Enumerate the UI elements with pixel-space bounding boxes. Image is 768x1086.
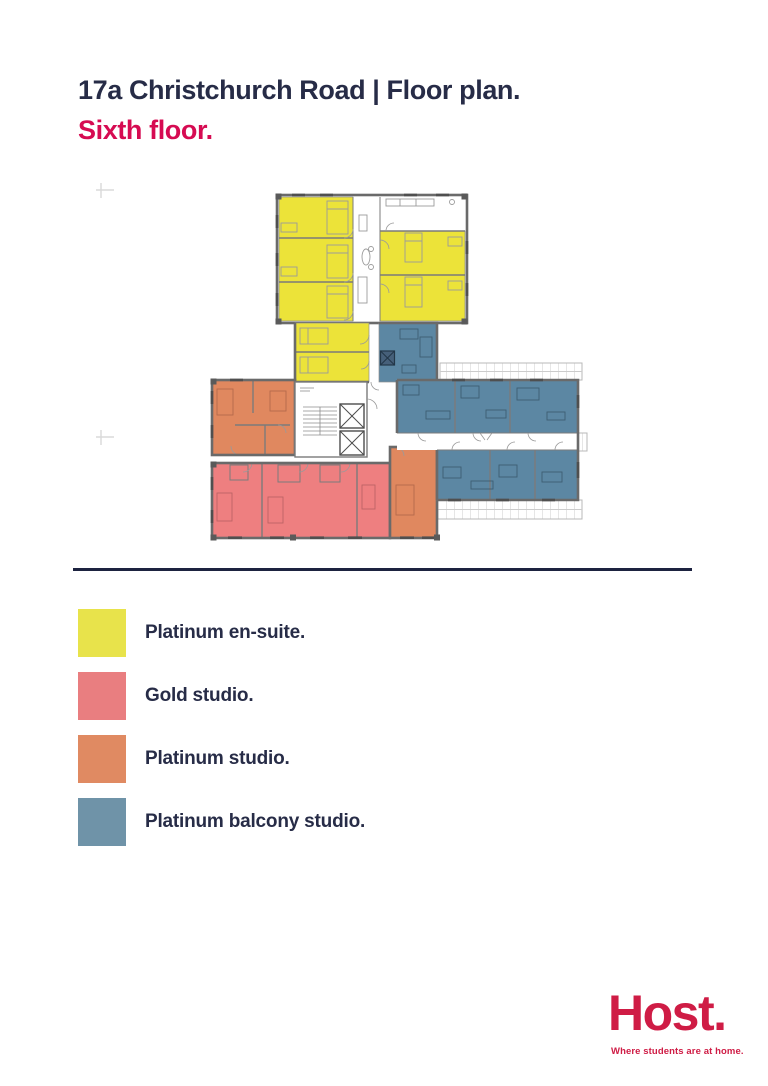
legend-item-platinum-ensuite: Platinum en-suite. bbox=[78, 609, 365, 657]
legend-label-gold-studio: Gold studio. bbox=[145, 685, 254, 706]
host-tagline: Where students are at home. bbox=[611, 1046, 744, 1057]
divider-rule bbox=[73, 568, 692, 571]
registration-mark-top bbox=[96, 183, 114, 198]
page-title: 17a Christchurch Road | Floor plan. bbox=[78, 75, 521, 105]
legend-swatch-platinum-balcony-studio bbox=[78, 798, 126, 846]
legend: Platinum en-suite. Gold studio. Platinum… bbox=[78, 609, 365, 861]
legend-item-gold-studio: Gold studio. bbox=[78, 672, 365, 720]
ensuite-annex bbox=[293, 322, 370, 384]
platinum-studio-bottom bbox=[388, 445, 440, 541]
registration-mark-bottom bbox=[96, 430, 114, 445]
stair-core bbox=[294, 381, 378, 458]
legend-swatch-platinum-ensuite bbox=[78, 609, 126, 657]
legend-swatch-gold-studio bbox=[78, 672, 126, 720]
platinum-studio-block bbox=[210, 378, 297, 457]
host-logo: Host. bbox=[608, 985, 727, 1041]
legend-label-platinum-balcony-studio: Platinum balcony studio. bbox=[145, 811, 366, 832]
legend-item-platinum-balcony-studio: Platinum balcony studio. bbox=[78, 798, 365, 846]
legend-label-platinum-ensuite: Platinum en-suite. bbox=[145, 622, 306, 643]
legend-item-platinum-studio: Platinum studio. bbox=[78, 735, 365, 783]
gold-studio-block bbox=[210, 461, 392, 541]
balcony-studio-annex bbox=[370, 321, 439, 391]
legend-swatch-platinum-studio bbox=[78, 735, 126, 783]
page-subtitle: Sixth floor. bbox=[78, 115, 213, 145]
balcony-studio-wing bbox=[395, 378, 580, 502]
top-block-ensuite-rooms bbox=[275, 193, 469, 325]
legend-label-platinum-studio: Platinum studio. bbox=[145, 748, 290, 769]
floor-plan bbox=[210, 193, 588, 541]
